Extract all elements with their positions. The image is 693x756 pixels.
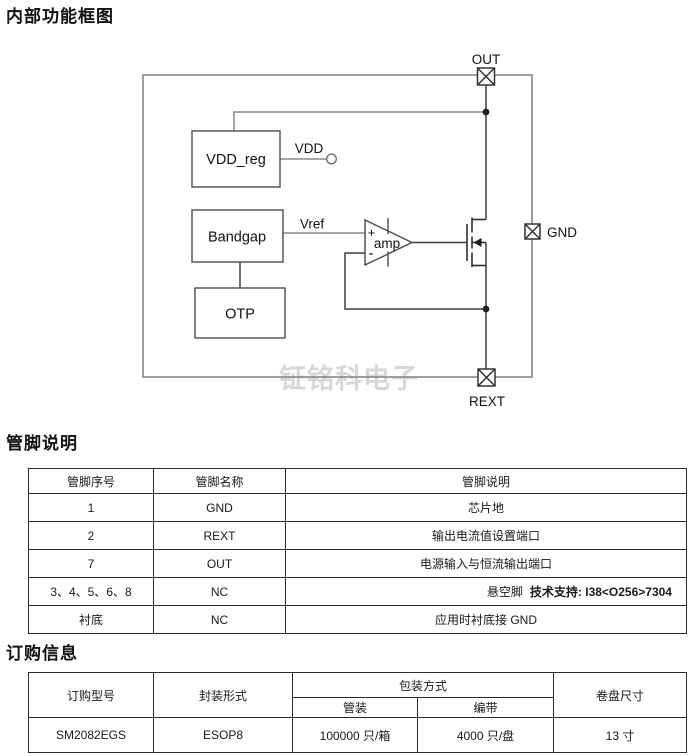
table-row: SM2082EGS ESOP8 100000 只/箱 4000 只/盘 13 寸 [28, 717, 688, 753]
pin-number: 3、4、5、6、8 [28, 577, 154, 606]
pin-name: NC [153, 577, 286, 606]
opamp-label: amp [374, 236, 400, 251]
pin-header-name: 管脚名称 [153, 468, 286, 494]
vdd-reg-block [191, 130, 281, 188]
pin-number: 衬底 [28, 605, 154, 634]
pin-name: OUT [153, 549, 286, 578]
gnd-pin-icon [524, 223, 541, 240]
internal-block-diagram: 钲铭科电子 VDD_reg VDD Bandgap Vref [142, 52, 577, 409]
pin-number: 7 [28, 549, 154, 578]
pin-desc: 电源输入与恒流输出端口 [285, 549, 687, 578]
vdd-terminal-circle [326, 153, 338, 165]
mosfet-arrow [473, 238, 482, 247]
pin-name: REXT [153, 521, 286, 550]
pin-desc: 输出电流值设置端口 [285, 521, 687, 550]
pin-header-number: 管脚序号 [28, 468, 154, 494]
pin-desc: 芯片地 [285, 493, 687, 522]
order-package: ESOP8 [153, 717, 293, 753]
order-table-header-row2: 管装 编带 [29, 697, 687, 718]
wire-signal-paths [239, 85, 487, 369]
wire-vddreg-to-out [233, 111, 486, 234]
junction-dot-out [482, 108, 490, 116]
order-model: SM2082EGS [28, 717, 154, 753]
order-reel-size: 13 寸 [553, 717, 688, 753]
table-row: 衬底 NC 应用时衬底接 GND [28, 605, 687, 634]
opamp-minus-label: - [369, 245, 374, 262]
pin-section-heading: 管脚说明 [6, 434, 78, 453]
pin-number: 1 [28, 493, 154, 522]
pin-desc-text: 悬空脚 [486, 585, 523, 599]
opamp-plus-label: + [368, 225, 376, 240]
order-header-package: 封装形式 [153, 672, 293, 718]
pin-desc: 悬空脚技术支持: I38<O256>7304 [285, 577, 687, 606]
pin-name: NC [153, 605, 286, 634]
ordering-table: 订购型号 封装形式 包装方式 卷盘尺寸 管装 编带 SM2082EGS ESOP… [28, 672, 688, 753]
otp-block [194, 287, 286, 339]
table-row: 3、4、5、6、8 NC 悬空脚技术支持: I38<O256>7304 [28, 577, 687, 606]
order-tape-qty: 4000 只/盘 [416, 717, 555, 753]
pin-table-header-row: 管脚序号 管脚名称 管脚说明 [28, 468, 687, 494]
order-header-model: 订购型号 [28, 672, 154, 718]
otp-label: OTP [225, 307, 255, 323]
rext-pin-label: REXT [469, 394, 505, 409]
rext-pin-icon [477, 368, 496, 387]
junction-dot-rext [482, 305, 490, 313]
pin-header-desc: 管脚说明 [285, 468, 687, 494]
pin-table: 管脚序号 管脚名称 管脚说明 1 GND 芯片地 2 REXT 输出电流值设置端… [28, 468, 687, 634]
bandgap-label: Bandgap [208, 230, 266, 246]
pin-name: GND [153, 493, 286, 522]
order-section-heading: 订购信息 [6, 644, 78, 663]
order-table-header-row1: 订购型号 封装形式 包装方式 卷盘尺寸 [28, 672, 688, 718]
out-pin-icon [476, 67, 496, 86]
order-tube-qty: 100000 只/箱 [292, 717, 418, 753]
page-title: 内部功能框图 [6, 7, 114, 26]
vdd-label: VDD [295, 141, 324, 156]
pin-number: 2 [28, 521, 154, 550]
out-pin-label: OUT [472, 52, 501, 67]
support-contact-text: 技术支持: I38<O256>7304 [529, 585, 672, 599]
gnd-pin-label: GND [547, 225, 577, 240]
table-row: 1 GND 芯片地 [28, 493, 687, 522]
vdd-reg-label: VDD_reg [206, 152, 266, 168]
order-header-tube: 管装 [292, 697, 418, 718]
vref-label: Vref [300, 217, 325, 232]
watermark-text: 钲铭科电子 [279, 364, 419, 394]
order-header-packing: 包装方式 [291, 672, 555, 698]
table-row: 7 OUT 电源输入与恒流输出端口 [28, 549, 687, 578]
order-header-tape: 编带 [416, 697, 555, 718]
pin-desc: 应用时衬底接 GND [285, 605, 687, 634]
table-row: 2 REXT 输出电流值设置端口 [28, 521, 687, 550]
order-header-reel: 卷盘尺寸 [553, 672, 688, 718]
bandgap-block [191, 209, 284, 263]
